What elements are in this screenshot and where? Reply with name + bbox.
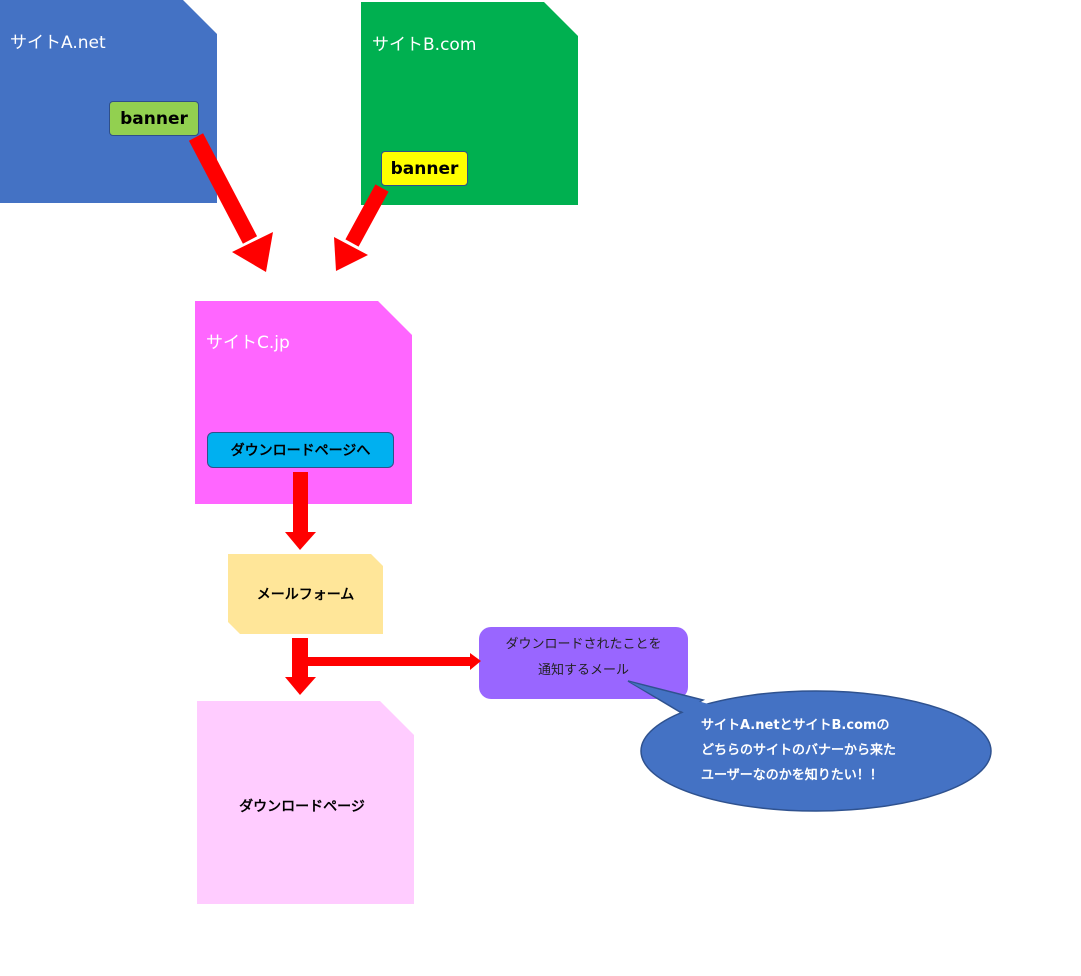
arrow-c-to-mail [285, 472, 316, 550]
site-a-banner-button[interactable]: banner [109, 101, 199, 136]
site-a-page [0, 0, 217, 203]
download-page-link-button[interactable]: ダウンロードページへ [207, 432, 394, 468]
notification-line-1: ダウンロードされたことを [505, 637, 662, 652]
download-page-label: ダウンロードページ [239, 799, 365, 815]
notification-box [479, 627, 688, 699]
mail-form-shape [228, 554, 383, 634]
site-b-banner-button[interactable]: banner [381, 151, 468, 186]
download-page-shape [197, 701, 414, 904]
mail-form-label: メールフォーム [256, 587, 355, 603]
callout-line-1: サイトA.netとサイトB.comの [701, 718, 890, 733]
notification-line-2: 通知するメール [537, 663, 629, 678]
notification-text: ダウンロードされたことを 通知するメール [479, 632, 688, 684]
site-b-label: サイトB.com [372, 35, 477, 55]
site-a-label: サイトA.net [10, 33, 106, 53]
arrow-mail-to-notification [300, 653, 481, 670]
callout-bubble [627, 680, 992, 812]
site-c-label: サイトC.jp [206, 333, 290, 353]
callout-line-2: どちらのサイトのバナーから来た [701, 743, 897, 758]
arrow-a-to-c [188, 133, 273, 272]
arrow-b-to-c [334, 184, 389, 271]
callout-text: サイトA.netとサイトB.comの どちらのサイトのバナーから来た ユーザーな… [701, 713, 896, 788]
callout-line-3: ユーザーなのかを知りたい！！ [701, 768, 883, 783]
arrow-mail-to-download [285, 638, 316, 695]
